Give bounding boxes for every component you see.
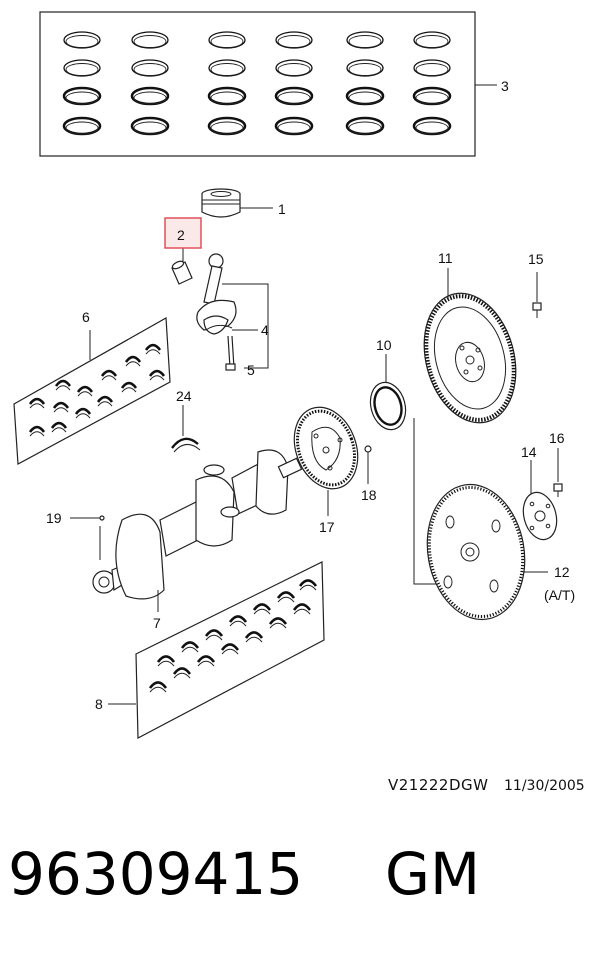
drawing-code: V21222DGW [388, 776, 489, 794]
callout-5: 5 [247, 362, 255, 378]
callout-18: 18 [361, 487, 377, 503]
piston-ring [345, 86, 385, 106]
bearing-shell [276, 591, 296, 603]
callout-1: 1 [278, 201, 286, 217]
bearing-shell [172, 667, 192, 679]
crankshaft [70, 449, 303, 612]
bearing-shell [52, 401, 70, 413]
flywheel [413, 268, 517, 585]
highlight-box [164, 217, 202, 249]
main-bearings-upper [13, 317, 171, 465]
callout-8: 8 [95, 696, 103, 712]
bearing-shell [204, 629, 224, 641]
bearing-shell [120, 381, 138, 393]
piston-ring [130, 86, 170, 106]
piston-ring [346, 31, 384, 49]
piston-ring [412, 116, 452, 136]
callout-3: 3 [501, 78, 509, 94]
callout-4: 4 [261, 322, 269, 338]
bearing-shell [156, 655, 176, 667]
bearing-shell [220, 643, 240, 655]
callout-15: 15 [528, 251, 544, 267]
piston-ring [274, 86, 314, 106]
bearing-shell [228, 615, 248, 627]
callout-12-note: (A/T) [544, 587, 575, 603]
bearing-shell [180, 641, 200, 653]
callout-17: 17 [319, 519, 335, 535]
piston-ring [412, 86, 452, 106]
bearing-shell [96, 395, 114, 407]
bearing-shell [268, 617, 288, 629]
piston-ring-set [39, 11, 497, 157]
piston-ring [208, 31, 246, 49]
flywheel-bolt [532, 272, 542, 318]
piston-ring [275, 31, 313, 49]
piston-ring [274, 116, 314, 136]
bolt [364, 445, 372, 484]
piston-ring [62, 86, 102, 106]
piston-ring [63, 59, 101, 77]
bearing-shell [292, 603, 312, 615]
adapter-plate [522, 460, 558, 541]
bearing-shell [244, 631, 264, 643]
bearing-shell [100, 369, 118, 381]
flexplate-bolt [553, 448, 563, 497]
bearing-shell [298, 579, 318, 591]
bearing-shell [54, 379, 72, 391]
callout-16: 16 [549, 430, 565, 446]
callout-14: 14 [521, 444, 537, 460]
callout-7: 7 [153, 615, 161, 631]
callout-24: 24 [176, 388, 192, 404]
bearing-shell [144, 343, 162, 355]
callout-19: 19 [46, 510, 62, 526]
bearing-shell [148, 369, 166, 381]
drawing-date: 11/30/2005 [504, 778, 585, 794]
bearing-shell [28, 397, 46, 409]
piston-ring [346, 59, 384, 77]
piston-ring [208, 59, 246, 77]
piston-ring [131, 31, 169, 49]
bearing-shell [148, 681, 168, 693]
bearing-shell [76, 385, 94, 397]
piston-ring [130, 116, 170, 136]
piston-ring [345, 116, 385, 136]
piston-ring [207, 86, 247, 106]
callout-12: 12 [554, 564, 570, 580]
thrust-washer [171, 405, 201, 453]
piston-ring [275, 59, 313, 77]
bearing-shell [28, 425, 46, 437]
piston-pin [171, 248, 193, 285]
bearing-shell [50, 421, 68, 433]
part-number: 96309415 [8, 840, 304, 908]
bearing-shell [196, 655, 216, 667]
bearing-shell [74, 407, 92, 419]
bearing-shell [124, 355, 142, 367]
piston-ring [207, 116, 247, 136]
rear-oil-seal [369, 354, 407, 431]
bearing-shell [252, 603, 272, 615]
piston-ring [413, 59, 451, 77]
main-bearings-lower [108, 561, 325, 739]
callout-10: 10 [376, 337, 392, 353]
callout-6: 6 [82, 309, 90, 325]
reluctor-ring [293, 406, 359, 516]
piston [201, 188, 273, 218]
connecting-rod [196, 253, 269, 371]
brand-name: GM [385, 840, 480, 908]
piston-ring [413, 31, 451, 49]
callout-11: 11 [438, 250, 453, 266]
piston-ring [131, 59, 169, 77]
callout-2: 2 [177, 227, 185, 243]
piston-ring [63, 31, 101, 49]
piston-ring [62, 116, 102, 136]
flexplate [426, 483, 548, 621]
